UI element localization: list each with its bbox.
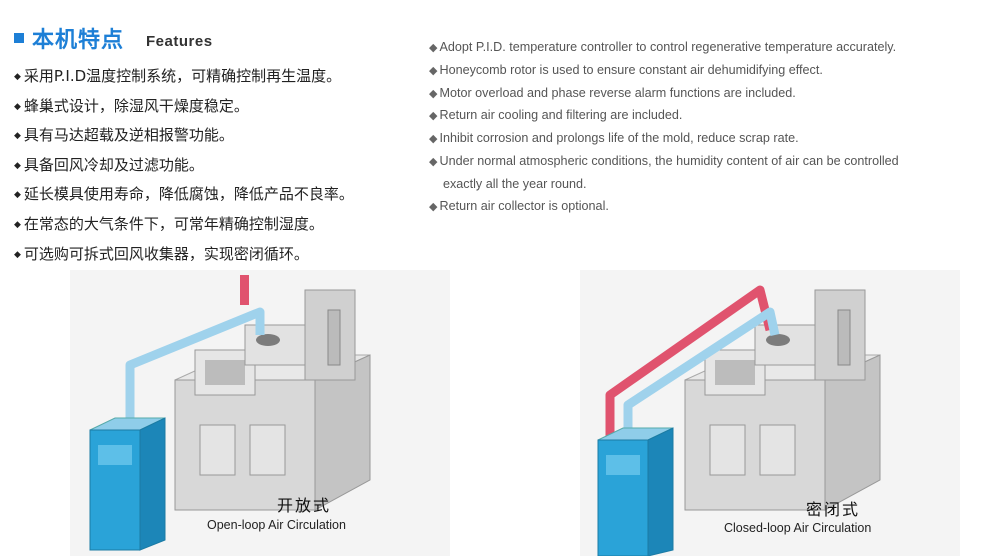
features-heading: 本机特点 Features — [14, 22, 213, 54]
feature-item-en: ◆Under normal atmospheric conditions, th… — [429, 151, 991, 196]
feature-item-en: ◆Inhibit corrosion and prolongs life of … — [429, 131, 799, 146]
heading-title-en: Features — [146, 32, 213, 50]
feature-item-zh: ◆在常态的大气条件下，可常年精确控制湿度。 — [14, 214, 324, 233]
closed-loop-illustration — [580, 270, 960, 556]
diamond-bullet-icon: ◆ — [14, 72, 21, 82]
features-list-zh: ◆采用P.I.D温度控制系统，可精确控制再生温度。 ◆蜂巢式设计，除湿风干燥度稳… — [14, 62, 354, 269]
feature-item-zh: ◆具备回风冷却及过滤功能。 — [14, 155, 204, 174]
diamond-bullet-icon: ◆ — [14, 160, 21, 171]
closed-loop-caption-en: Closed-loop Air Circulation — [724, 521, 872, 535]
diamond-bullet-icon: ◆ — [429, 64, 438, 77]
diamond-bullet-icon: ◆ — [429, 200, 438, 213]
diamond-bullet-icon: ◆ — [14, 219, 21, 230]
feature-item-zh: ◆具有马达超载及逆相报警功能。 — [14, 126, 234, 145]
open-loop-illustration — [70, 270, 450, 556]
feature-item-en: ◆Return air cooling and filtering are in… — [429, 108, 683, 123]
feature-item-continuation: exactly all the year round. — [443, 176, 587, 191]
diamond-bullet-icon: ◆ — [429, 133, 438, 146]
open-loop-caption-zh: 开放式 — [277, 496, 332, 515]
diamond-bullet-icon: ◆ — [14, 190, 21, 201]
molding-machine — [684, 289, 881, 511]
feature-item-zh: ◆采用P.I.D温度控制系统，可精确控制再生温度。 — [14, 67, 342, 85]
molding-machine — [174, 289, 371, 511]
open-loop-caption-en: Open-loop Air Circulation — [207, 518, 346, 532]
feature-item-en: ◆Return air collector is optional. — [429, 198, 609, 213]
feature-item-en: ◆Honeycomb rotor is used to ensure const… — [429, 62, 823, 77]
features-list-en: ◆Adopt P.I.D. temperature controller to … — [429, 37, 991, 218]
feature-item-en: ◆Motor overload and phase reverse alarm … — [429, 85, 796, 100]
diamond-bullet-icon: ◆ — [429, 110, 438, 123]
diamond-bullet-icon: ◆ — [429, 155, 438, 168]
feature-item-en: ◆Adopt P.I.D. temperature controller to … — [429, 40, 897, 54]
diamond-bullet-icon: ◆ — [14, 249, 21, 260]
feature-item-zh: ◆可选购可拆式回风收集器，实现密闭循环。 — [14, 244, 309, 263]
closed-loop-caption-zh: 密闭式 — [806, 500, 861, 519]
diamond-bullet-icon: ◆ — [14, 101, 21, 112]
diamond-bullet-icon: ◆ — [429, 87, 438, 100]
square-bullet-icon — [14, 33, 24, 43]
feature-item-zh: ◆延长模具使用寿命，降低腐蚀，降低产品不良率。 — [14, 185, 354, 204]
heading-title-zh: 本机特点 — [32, 28, 125, 53]
dehumidifier-dryer — [89, 417, 166, 551]
feature-item-zh: ◆蜂巢式设计，除湿风干燥度稳定。 — [14, 96, 249, 115]
diamond-bullet-icon: ◆ — [14, 131, 21, 142]
dehumidifier-dryer — [597, 427, 674, 556]
diamond-bullet-icon: ◆ — [429, 42, 438, 54]
